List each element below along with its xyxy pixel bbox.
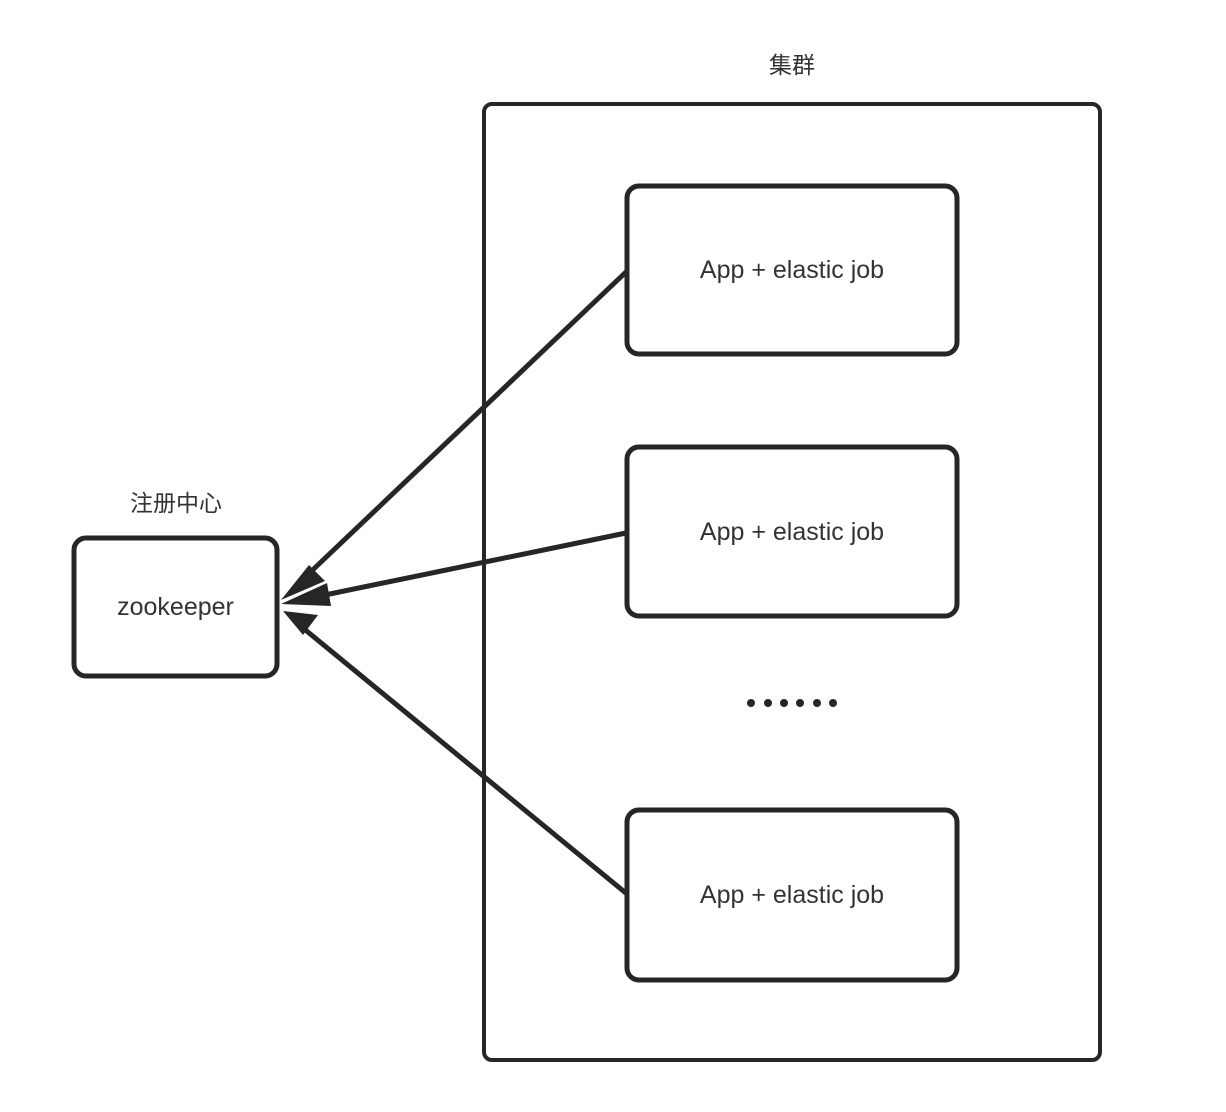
- app-node-3[interactable]: App + elastic job: [627, 810, 957, 980]
- registry-caption: 注册中心: [130, 490, 222, 516]
- app-node-1[interactable]: App + elastic job: [627, 186, 957, 354]
- cluster-boundary-box[interactable]: [482, 102, 1102, 1062]
- app-node-2[interactable]: App + elastic job: [627, 447, 957, 616]
- ellipsis-dots: [747, 699, 837, 707]
- app-node-label-2: App + elastic job: [699, 517, 885, 546]
- app-node-label-3: App + elastic job: [699, 881, 885, 909]
- edge-app1-to-zookeeper[interactable]: [281, 270, 628, 600]
- cluster-title: 集群: [769, 52, 815, 78]
- app-node-label-1: App + elastic job: [699, 256, 885, 284]
- arrowhead-icon: [281, 565, 325, 600]
- zookeeper-node-label: zookeeper: [117, 593, 234, 621]
- app-node-box-3[interactable]: [624, 807, 960, 983]
- zookeeper-node-box[interactable]: [71, 535, 280, 679]
- arrowhead-icon: [283, 611, 318, 635]
- edge-app2-to-zookeeper[interactable]: [281, 530, 627, 606]
- app-node-box-1[interactable]: [624, 183, 960, 357]
- edge-app3-to-zookeeper[interactable]: [283, 611, 629, 896]
- zookeeper-node[interactable]: zookeeper: [74, 538, 277, 676]
- arrowhead-icon: [281, 583, 331, 606]
- app-node-box-2[interactable]: [624, 444, 960, 619]
